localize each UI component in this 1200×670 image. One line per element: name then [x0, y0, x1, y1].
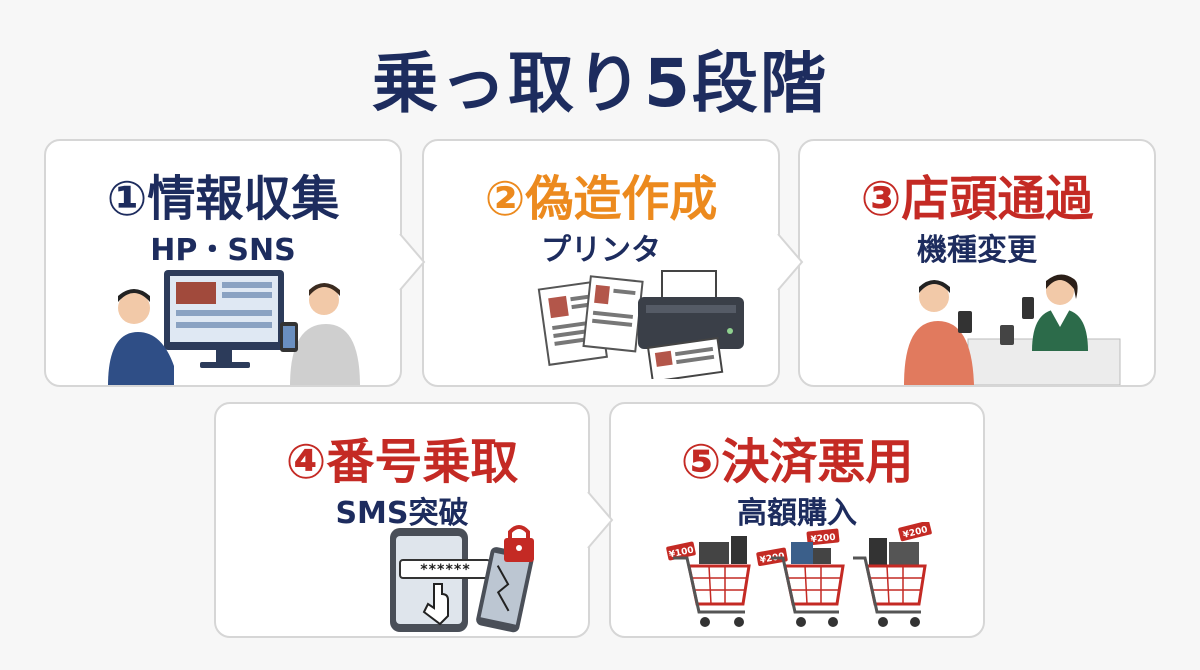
- chevron-right-icon: [777, 233, 804, 291]
- shopping-cart-icon: ¥100 ¥200 ¥200 ¥200: [666, 522, 932, 627]
- price-tag-3: ¥200: [810, 533, 836, 546]
- chevron-right-icon: [399, 233, 426, 291]
- phone-lock-icon: ******: [390, 525, 534, 633]
- step-card-4: ④番号乗取 SMS突破 ******: [214, 402, 590, 638]
- step-2-label: ②偽造作成: [484, 171, 718, 227]
- step-1-sub: HP・SNS: [150, 233, 296, 268]
- sms-code-text: ******: [420, 562, 471, 578]
- chevron-right-icon: [587, 491, 614, 549]
- page-title: 乗っ取り5段階: [372, 45, 828, 122]
- step-4-sub: SMS突破: [335, 496, 469, 531]
- step-card-3: ③店頭通過 機種変更: [798, 139, 1156, 387]
- computer-user-icon: [108, 270, 360, 385]
- step-4-label: ④番号乗取: [285, 434, 519, 490]
- step-card-1: ①情報収集 HP・SNS: [44, 139, 402, 387]
- shop-counter-icon: [904, 274, 1121, 385]
- step-3-label: ③店頭通過: [860, 171, 1094, 227]
- printer-documents-icon: [537, 270, 744, 379]
- step-1-label: ①情報収集: [106, 171, 340, 227]
- step-card-2: ②偽造作成 プリンタ: [422, 139, 780, 387]
- step-3-sub: 機種変更: [917, 233, 1037, 268]
- step-card-5: ⑤決済悪用 高額購入 ¥100 ¥200 ¥200: [609, 402, 985, 638]
- step-5-label: ⑤決済悪用: [680, 434, 914, 490]
- step-2-sub: プリンタ: [541, 233, 661, 268]
- step-5-sub: 高額購入: [737, 496, 857, 531]
